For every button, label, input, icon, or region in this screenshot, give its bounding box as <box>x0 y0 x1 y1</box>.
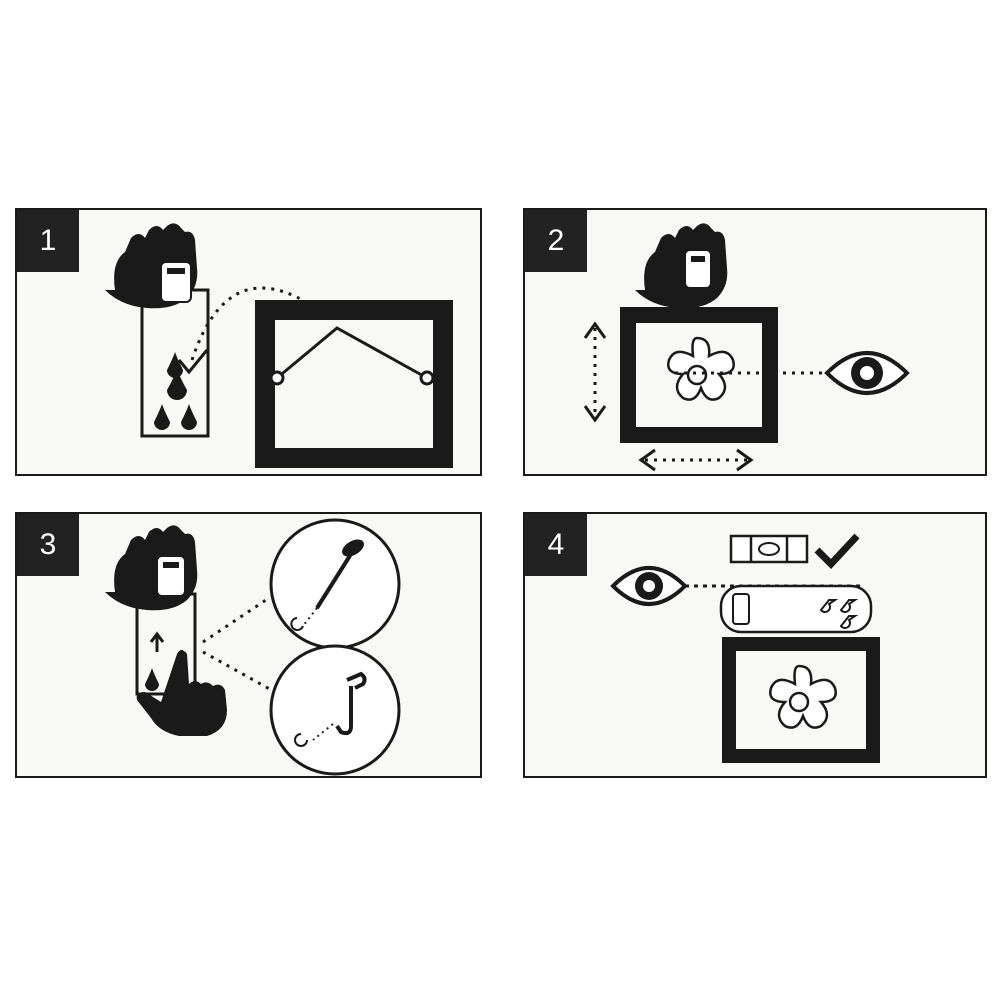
drop-icon <box>181 404 197 430</box>
pointing-hand-icon <box>136 650 227 736</box>
drop-icon <box>145 668 159 691</box>
step-number-badge: 1 <box>17 210 79 272</box>
eye-icon <box>610 566 688 606</box>
eye-icon <box>824 351 910 395</box>
step-panel-4: 4 <box>523 512 987 778</box>
drop-icon <box>167 352 183 378</box>
step-panel-2: 2 <box>523 208 987 476</box>
drop-icon <box>839 599 859 613</box>
drop-icon <box>839 615 859 629</box>
sticker-strip-icon <box>140 288 210 438</box>
sticker-strip-icon <box>719 584 873 634</box>
drop-icon <box>819 599 839 613</box>
flower-icon <box>667 336 735 401</box>
drop-icon <box>154 404 170 430</box>
step-panel-1: 1 <box>15 208 482 476</box>
spirit-level-icon <box>729 534 809 564</box>
picture-frame-icon <box>722 637 880 763</box>
step-3-illustration <box>105 518 401 776</box>
drop-icon <box>167 368 187 400</box>
step-number-badge: 4 <box>525 514 587 576</box>
hand-with-sticker-icon <box>635 223 728 309</box>
hand-with-sticker-icon <box>105 525 198 611</box>
picture-frame-icon <box>620 307 778 443</box>
double-arrow-icon <box>638 448 754 472</box>
step-panel-3: 3 <box>15 512 482 778</box>
flower-icon <box>769 664 837 729</box>
hook-icon <box>269 644 401 776</box>
picture-frame-icon <box>255 300 453 468</box>
step-1-illustration <box>105 223 453 468</box>
step-2-illustration <box>583 223 910 472</box>
step-4-illustration <box>610 533 880 763</box>
hand-with-sticker-icon <box>105 223 198 309</box>
nail-icon <box>269 518 401 650</box>
step-number-badge: 3 <box>17 514 79 576</box>
checkmark-icon <box>177 349 209 375</box>
checkmark-icon <box>814 533 860 570</box>
double-arrow-icon <box>583 321 607 423</box>
step-number-badge: 2 <box>525 210 587 272</box>
